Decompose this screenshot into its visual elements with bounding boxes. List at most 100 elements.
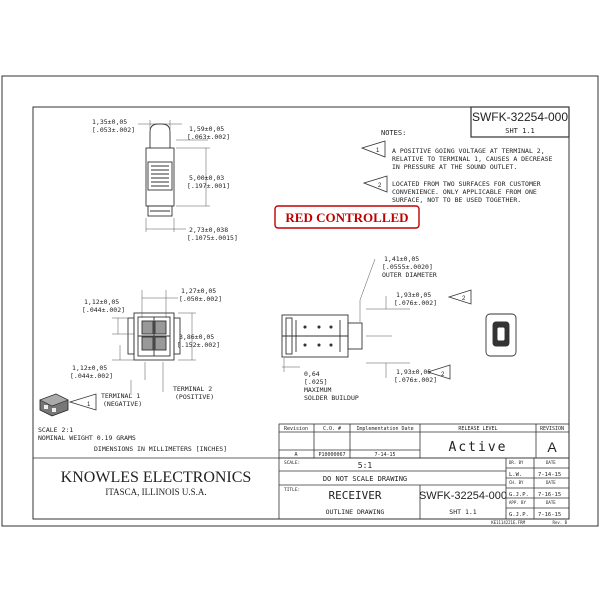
scale-label: SCALE:: [284, 460, 300, 466]
rev-header-date: Implementation Date: [356, 426, 413, 432]
terminal-1-polarity: (NEGATIVE): [103, 400, 142, 408]
dim-depth: 2,73±0,038: [189, 226, 228, 234]
dr-by-label: DR. BY: [509, 460, 524, 465]
title-block: [33, 457, 569, 519]
drawing-frame: [32, 106, 570, 520]
ch-by-label: CH. BY: [509, 480, 524, 485]
note-flag-2: [362, 175, 388, 193]
dim-pad-b-in: [.044±.002]: [70, 372, 113, 380]
dim-solder-max: MAXIMUM: [304, 386, 331, 394]
terminal-2-label: TERMINAL 2: [173, 385, 212, 393]
terminal-flag-label: 1: [87, 402, 91, 408]
drawing-subtitle: OUTLINE DRAWING: [326, 508, 385, 516]
dim-width-b: 1,59±0,05: [189, 125, 224, 133]
front-view: [145, 123, 175, 217]
dim-pad-height: 3,86±0,05: [179, 333, 214, 341]
rev-row-co: P10000067: [318, 452, 345, 458]
controlled-stamp-text: RED CONTROLLED: [285, 210, 408, 225]
dim-solder: 0,64: [304, 370, 320, 378]
dim-loc-top: 1,93±0,05: [396, 291, 431, 299]
note-2-line-2: CONVENIENCE. ONLY APPLICABLE FROM ONE: [392, 188, 537, 196]
app-date-label: DATE: [546, 500, 556, 505]
terminal-1-label: TERMINAL 1: [101, 392, 140, 400]
title-block-number: SWFK-32254-000: [419, 490, 507, 502]
sheet-number: SHT 1.1: [505, 127, 535, 135]
sheet-border: [1, 75, 599, 527]
title-label: TITLE:: [284, 487, 300, 493]
dim-pad-height-in: [.152±.002]: [177, 341, 220, 349]
drawing-number: SWFK-32254-000: [472, 110, 568, 124]
note-1-line-3: IN PRESSURE AT THE SOUND OUTLET.: [392, 163, 517, 171]
note-flag-1: [360, 140, 386, 158]
rev-row-date: 7-14-15: [374, 452, 395, 458]
ch-by-date: 7-16-15: [538, 492, 561, 498]
units-note: DIMENSIONS IN MILLIMETERS [INCHES]: [94, 445, 227, 453]
terminal-2-polarity: (POSITIVE): [175, 393, 214, 401]
note-2-line-3: SURFACE, NOT TO BE USED TOGETHER.: [392, 196, 521, 204]
dim-width-b-in: [.063±.002]: [187, 133, 230, 141]
rev-row-revision: A: [294, 452, 297, 458]
title-block-sheet: SHT 1.1: [449, 508, 476, 516]
note-1-line-2: RELATIVE TO TERMINAL 1, CAUSES A DECREAS…: [392, 155, 553, 163]
dim-depth-in: [.1075±.0015]: [187, 234, 238, 242]
do-not-scale: DO NOT SCALE DRAWING: [323, 475, 407, 483]
app-by-label: APP. BY: [509, 500, 526, 505]
terminal-view-dimension-lines: [112, 290, 196, 395]
note-2-line-1: LOCATED FROM TWO SURFACES FOR CUSTOMER: [392, 180, 541, 188]
note-flag-1-label: 1: [376, 148, 380, 154]
dim-outer-diameter: 1,41±0,05: [384, 255, 419, 263]
form-footer: KE1114221E.FRM: [491, 520, 525, 525]
company-name: KNOWLES ELECTRONICS: [61, 469, 252, 486]
dim-pad-width: 1,27±0,05: [181, 287, 216, 295]
revision-value: A: [547, 439, 557, 455]
terminal-flag: [68, 393, 97, 411]
dim-pad-width-in: [.050±.002]: [179, 295, 222, 303]
dim-pad-a-in: [.044±.002]: [82, 306, 125, 314]
dim-pad-b: 1,12±0,05: [72, 364, 107, 372]
weight-note: NOMINAL WEIGHT 0.19 GRAMS: [38, 434, 136, 442]
controlled-stamp: [274, 205, 420, 229]
dr-by-date: 7-14-15: [538, 472, 561, 478]
scale-value: 5:1: [358, 461, 373, 470]
dim-width-a: 1,35±0,05: [92, 118, 127, 126]
front-view-dimension-lines: [138, 120, 210, 232]
end-view: [485, 313, 517, 357]
side-view: [281, 314, 363, 358]
dim-outer-diameter-label: OUTER DIAMETER: [382, 271, 437, 279]
dim-solder-in: [.025]: [304, 378, 327, 386]
dim-loc-top-in: [.076±.002]: [394, 299, 437, 307]
isometric-receiver: [39, 393, 69, 417]
drawing-title: RECEIVER: [329, 489, 382, 502]
release-level-value: Active: [449, 440, 508, 455]
dim-height: 5,00±0,03: [189, 174, 224, 182]
ch-by-initials: G.J.P.: [509, 492, 529, 498]
ch-date-label: DATE: [546, 480, 556, 485]
company-city: ITASCA, ILLINOIS U.S.A.: [105, 487, 206, 497]
dim-outer-diameter-in: [.0555±.0020]: [382, 263, 433, 271]
side-view-dimension-lines: [282, 258, 410, 378]
app-by-initials: G.J.P.: [509, 512, 529, 518]
rev-header-co: C.O. #: [323, 426, 341, 432]
note-1-line-1: A POSITIVE GOING VOLTAGE AT TERMINAL 2,: [392, 147, 545, 155]
dim-height-in: [.197±.001]: [187, 182, 230, 190]
loc-top-flag: [447, 289, 472, 305]
dim-pad-a: 1,12±0,05: [84, 298, 119, 306]
loc-bottom-flag-label: 2: [441, 372, 445, 378]
dr-by-initials: L.W.: [509, 472, 522, 478]
drawing-number-box: [470, 106, 570, 138]
app-by-date: 7-16-15: [538, 512, 561, 518]
loc-bottom-flag: [426, 364, 451, 380]
terminal-view: [127, 312, 181, 361]
release-level-label: RELEASE LEVEL: [458, 426, 497, 432]
dim-solder-label: SOLDER BUILDUP: [304, 394, 359, 402]
dim-loc-bottom-in: [.076±.002]: [394, 376, 437, 384]
notes-heading: NOTES:: [381, 129, 406, 137]
revision-label: REVISION: [540, 426, 564, 432]
dr-date-label: DATE: [546, 460, 556, 465]
dim-loc-bottom: 1,93±0,05: [396, 368, 431, 376]
scale-note: SCALE 2:1: [38, 426, 73, 434]
rev-footer: Rev. B: [553, 520, 568, 525]
rev-header-revision: Revision: [284, 426, 308, 432]
